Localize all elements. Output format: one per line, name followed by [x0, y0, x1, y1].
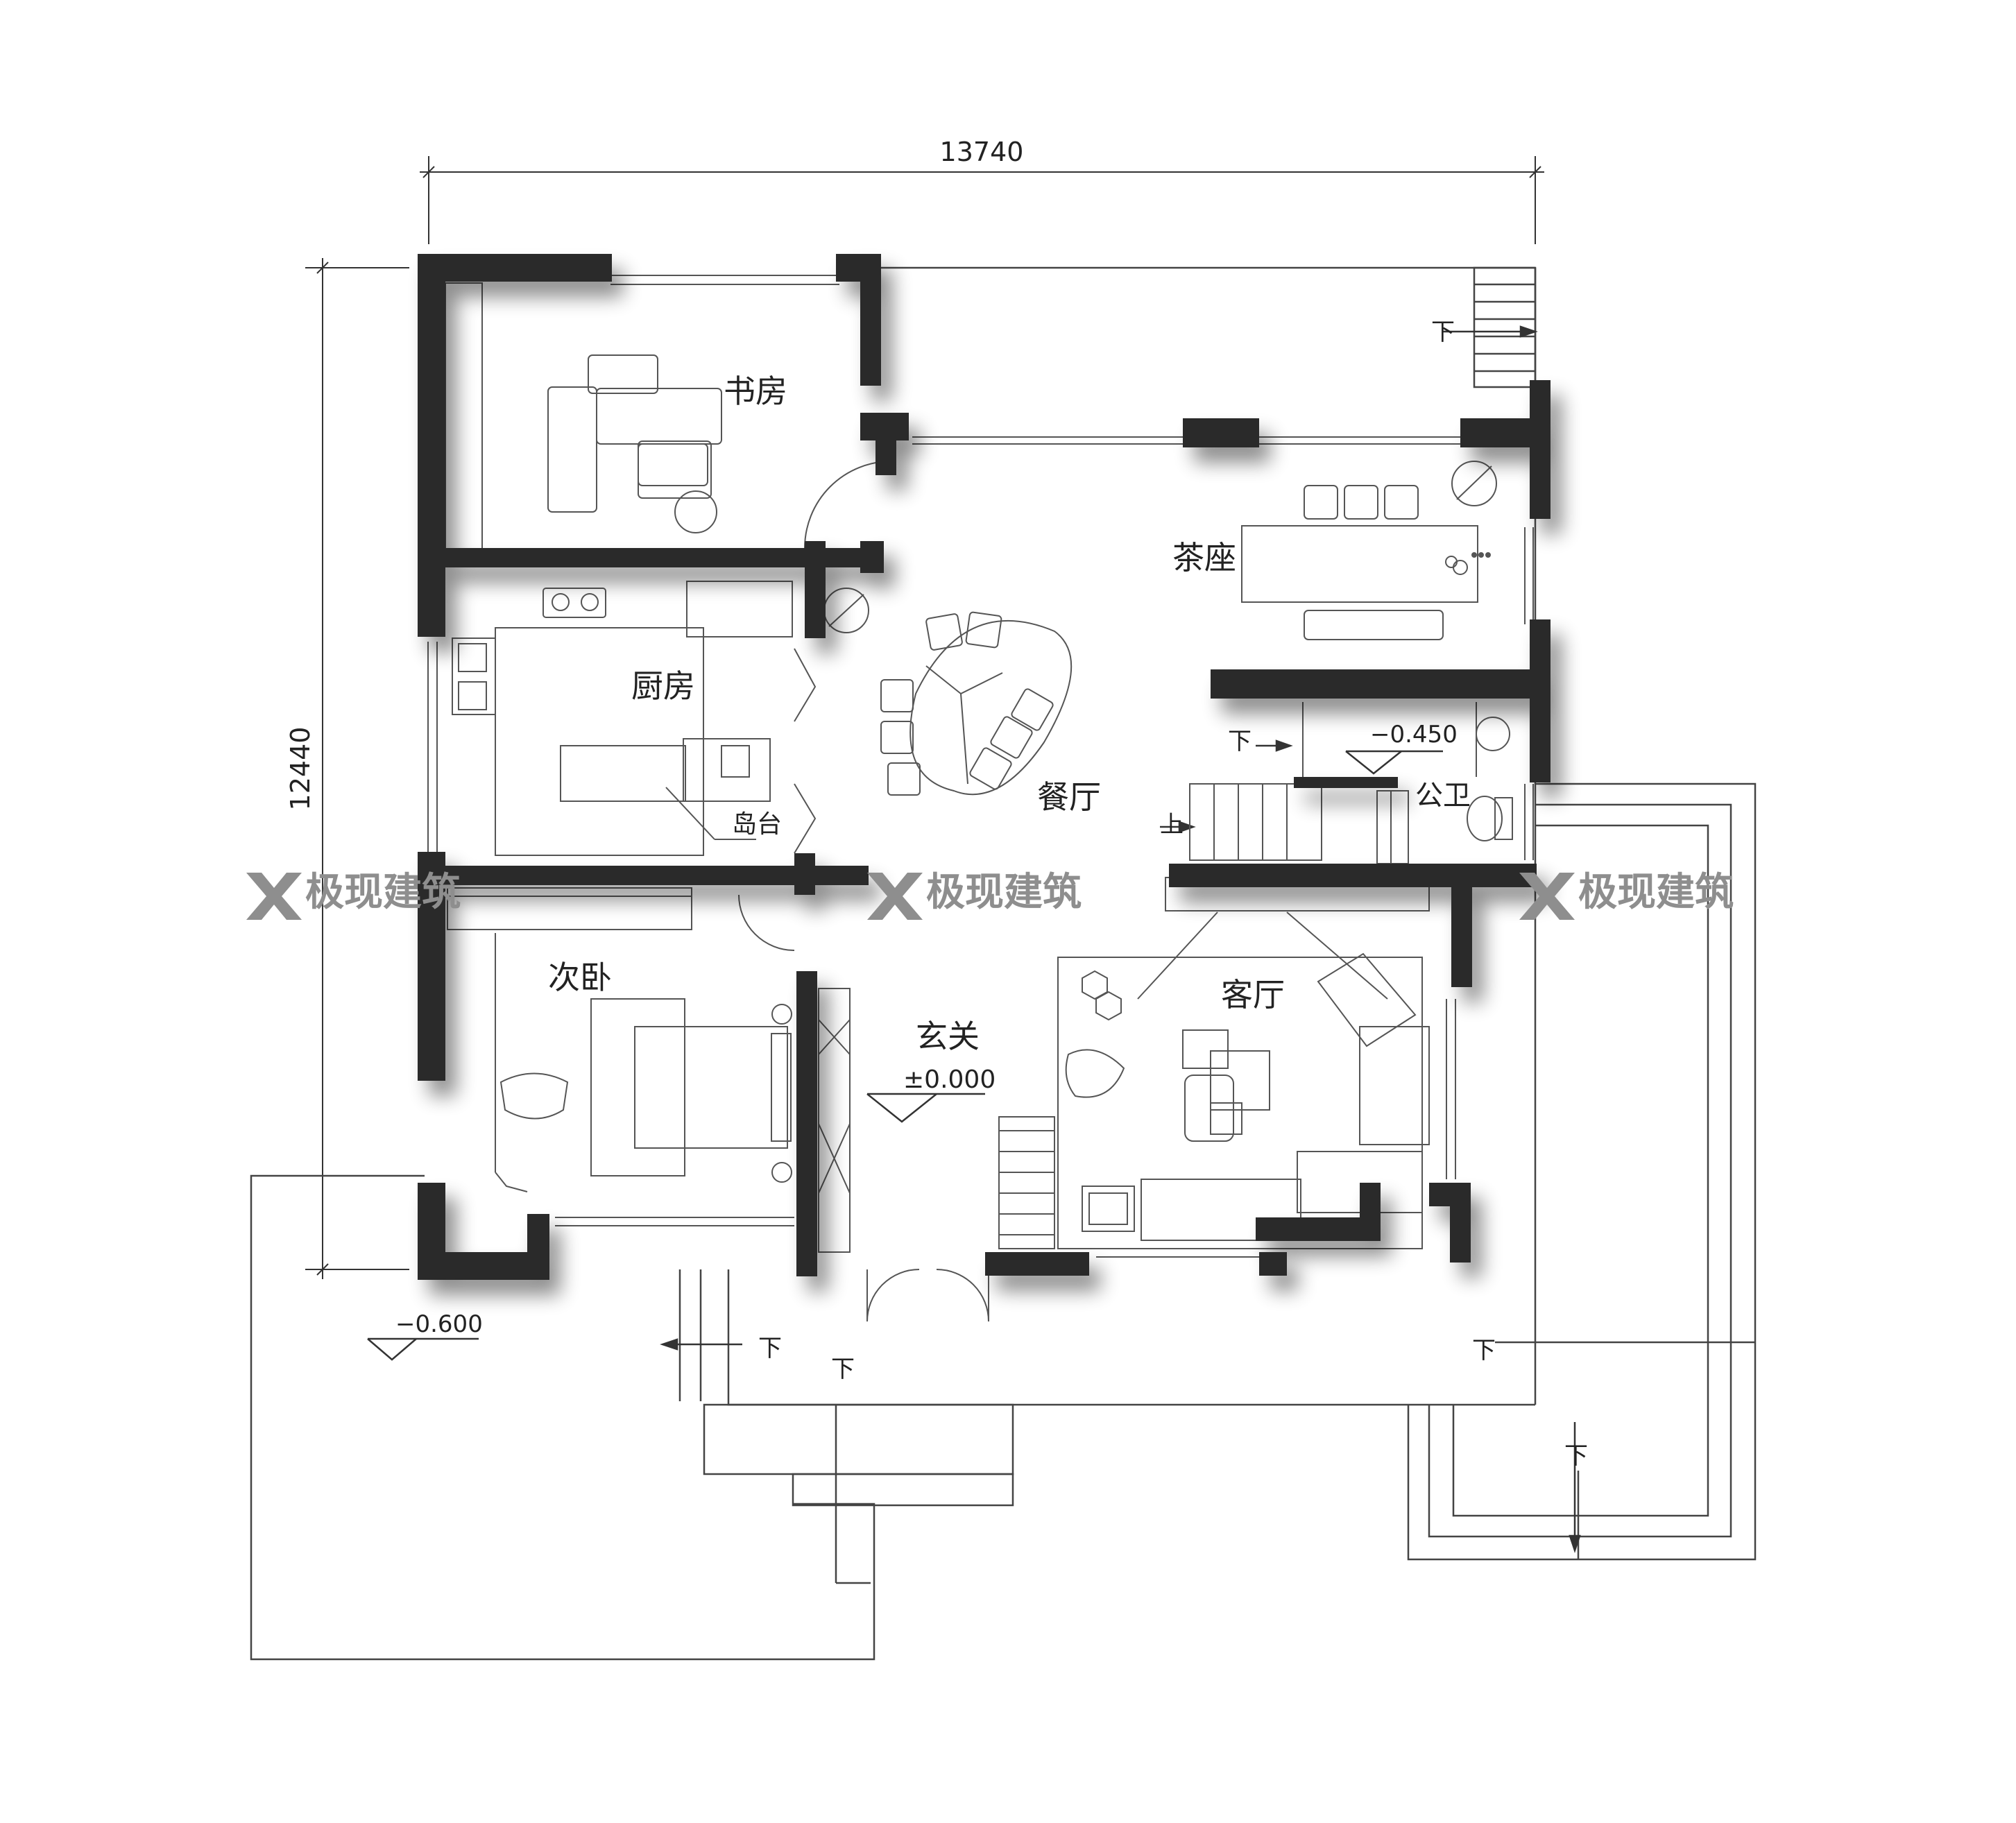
room-label-study: 书房 [724, 373, 787, 410]
room-label-foyer: 玄关 [916, 1018, 980, 1055]
stair-down-label-s: 下 [831, 1355, 855, 1383]
stair-down-label-ne: 下 [1431, 318, 1455, 346]
foyer-level-label: ±0.000 [903, 1065, 996, 1094]
terrace-outlines [250, 266, 1757, 1661]
width-dimension-label: 13740 [940, 137, 1024, 167]
room-label-living: 客厅 [1221, 976, 1285, 1013]
room-label-dining: 餐厅 [1037, 778, 1101, 816]
fixture-marks [828, 465, 1492, 627]
watermark-left: 极现建筑 [246, 870, 461, 920]
watermark-text-left: 极现建筑 [305, 870, 461, 915]
watermark-logo-icon [867, 873, 923, 920]
walls [418, 254, 1551, 1280]
stair-down-label-sw: 下 [758, 1335, 782, 1362]
room-label-tea: 茶座 [1172, 539, 1236, 576]
watermark-text-right: 极现建筑 [1578, 870, 1734, 915]
stair-down-label-se: 下 [1472, 1337, 1496, 1364]
dimension-width [420, 156, 1544, 244]
watermark-text-center: 极现建筑 [926, 870, 1082, 915]
yard-level-label: −0.600 [395, 1310, 483, 1338]
room-label-island: 岛台 [732, 810, 782, 839]
interior-lines [427, 275, 1534, 1322]
watermark-center: 极现建筑 [867, 870, 1082, 920]
watermark-logo-icon [246, 873, 302, 920]
room-label-wc: 公卫 [1415, 780, 1471, 812]
height-dimension-label: 12440 [285, 727, 316, 811]
stair-arrows [660, 325, 1581, 1553]
watermark-right: 极现建筑 [1519, 870, 1734, 920]
stair-up-label: 上 [1160, 811, 1184, 839]
room-label-kitchen: 厨房 [631, 667, 695, 705]
dimension-height [305, 258, 409, 1279]
stair-down-label-wc: 下 [1228, 728, 1252, 755]
room-label-bedroom: 次卧 [548, 959, 612, 996]
level-markers [367, 750, 1443, 1361]
watermark-logo-icon [1519, 873, 1575, 920]
stair-down-label-e: 下 [1564, 1442, 1588, 1470]
wc-level-label: −0.450 [1370, 721, 1458, 748]
